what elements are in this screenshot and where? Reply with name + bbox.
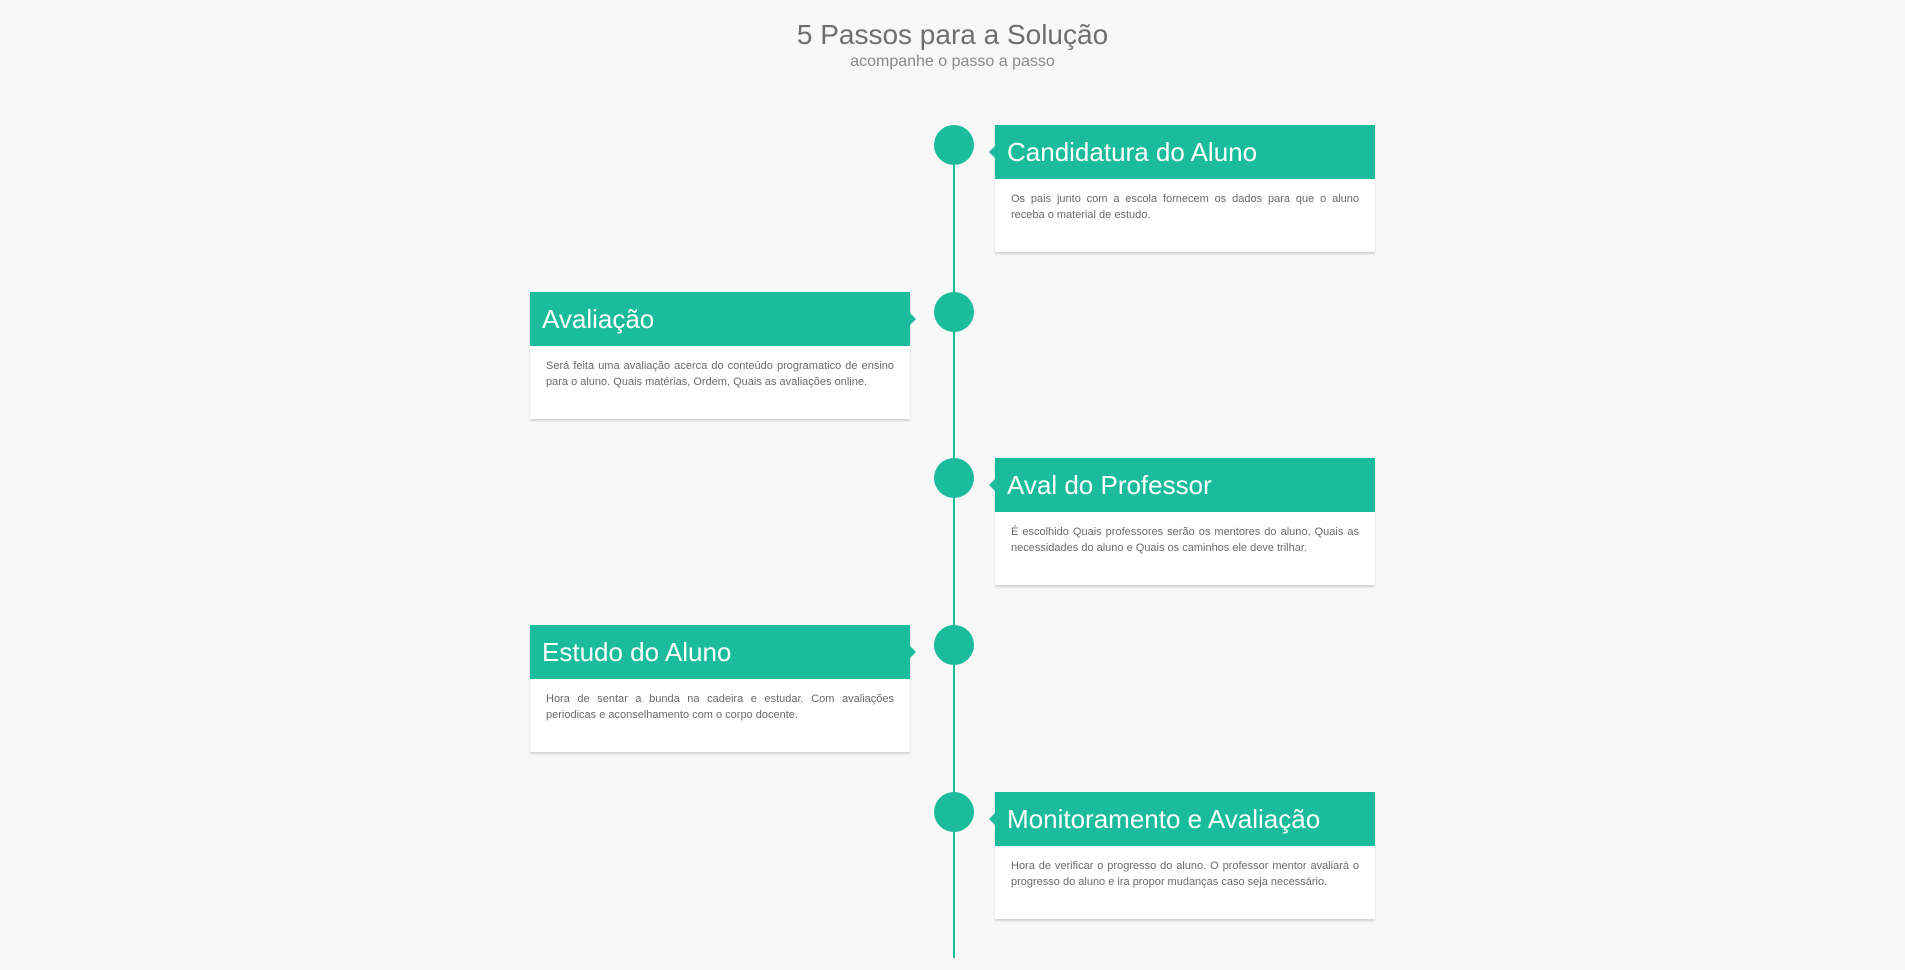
timeline-dot-1 xyxy=(934,125,974,165)
timeline-line xyxy=(953,130,955,958)
step-text-1: Os pais junto com a escola fornecem os d… xyxy=(1011,193,1359,221)
step-title-5: Monitoramento e Avaliação xyxy=(989,792,1375,846)
step-title-4: Estudo do Aluno xyxy=(530,625,916,679)
page-title: 5 Passos para a Solução xyxy=(796,19,1109,50)
timeline-dot-2 xyxy=(934,292,974,332)
step-text-4: Hora de sentar a bunda na cadeira e estu… xyxy=(546,693,894,721)
step-card-2: Avaliação Será feita uma avaliação acerc… xyxy=(530,292,916,419)
step-title-2: Avaliação xyxy=(530,292,916,346)
step-title-3: Aval do Professor xyxy=(989,458,1375,512)
page-subtitle: acompanhe o passo a passo xyxy=(850,53,1055,70)
step-card-1: Candidatura do Aluno Os pais junto com a… xyxy=(989,125,1375,252)
step-text-2: Será feita uma avaliação acerca do conte… xyxy=(546,360,894,388)
timeline-dot-3 xyxy=(934,458,974,498)
step-card-4: Estudo do Aluno Hora de sentar a bunda n… xyxy=(530,625,916,752)
page-header: 5 Passos para a Solução acompanhe o pass… xyxy=(0,18,1905,72)
timeline-dot-4 xyxy=(934,625,974,665)
timeline-dot-5 xyxy=(934,792,974,832)
step-title-1: Candidatura do Aluno xyxy=(989,125,1375,179)
step-card-5: Monitoramento e Avaliação Hora de verifi… xyxy=(989,792,1375,919)
step-card-3: Aval do Professor É escolhido Quais prof… xyxy=(989,458,1375,585)
step-text-5: Hora de verificar o progresso do aluno. … xyxy=(1011,860,1359,888)
step-text-3: É escolhido Quais professores serão os m… xyxy=(1011,526,1359,554)
